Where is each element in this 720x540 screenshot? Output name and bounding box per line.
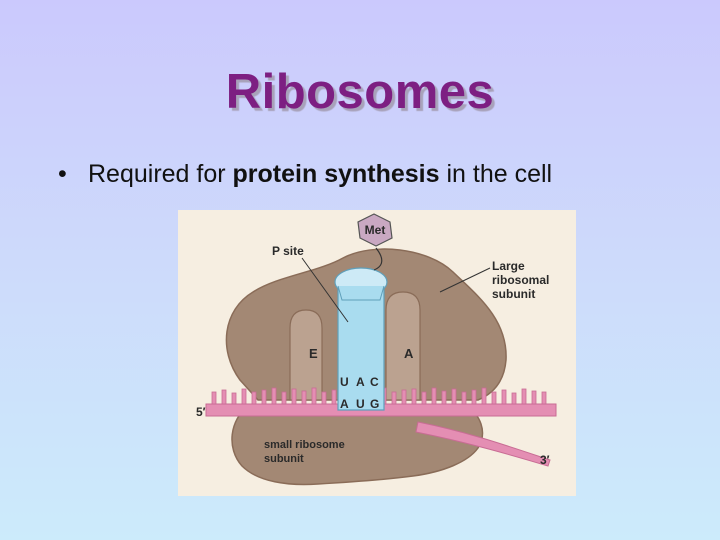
p-site-label: P site	[272, 244, 304, 258]
a-site-label: A	[404, 346, 414, 361]
ribosome-figure: Met P site Large ribosomal subunit E A U…	[178, 210, 576, 496]
a-site-slot	[385, 291, 421, 401]
slide-title: Ribosomes	[225, 65, 495, 119]
large-subunit-label-3: subunit	[492, 287, 535, 301]
large-subunit-pointer	[439, 267, 491, 293]
ribosome-diagram: Met P site Large ribosomal subunit E A U…	[196, 213, 557, 486]
three-prime-label: 3′	[540, 453, 550, 467]
trna-body	[337, 285, 385, 411]
bullet-text-after: in the cell	[439, 160, 553, 188]
bullet-marker: •	[58, 160, 67, 188]
anticodon-base-2: A	[356, 375, 365, 389]
mrna-tail	[415, 421, 551, 467]
anticodon-base-1: U	[340, 375, 349, 389]
codon-base-3: G	[370, 397, 379, 411]
met-label: Met	[365, 223, 386, 237]
anticodon-base-3: C	[370, 375, 379, 389]
trna-neck	[337, 285, 385, 301]
e-site-slot	[289, 309, 323, 401]
p-site-pointer	[301, 257, 349, 323]
bullet-text-bold: protein synthesis	[232, 160, 440, 188]
five-prime-label: 5′	[196, 405, 206, 419]
codon-base-1: A	[340, 397, 349, 411]
met-hexagon	[357, 213, 393, 247]
bullet-item: • Required for protein synthesis in the c…	[58, 160, 552, 189]
codon-base-2: U	[356, 397, 365, 411]
small-subunit-label-2: subunit	[264, 453, 304, 465]
bullet-text-before: Required for	[88, 160, 233, 188]
small-subunit-label-1: small ribosome	[264, 439, 345, 451]
large-subunit-label-1: Large	[492, 259, 525, 273]
large-subunit-label-2: ribosomal	[492, 273, 549, 287]
met-tether	[373, 247, 383, 271]
e-site-label: E	[309, 346, 318, 361]
